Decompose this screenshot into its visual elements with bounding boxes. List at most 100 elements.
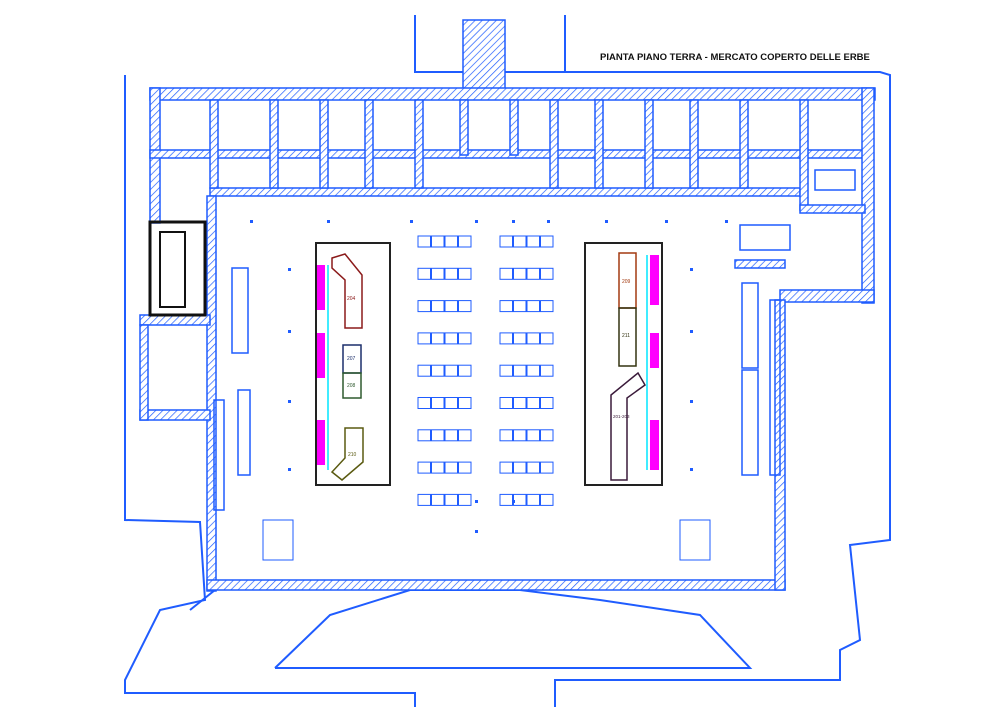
market-stall xyxy=(513,332,527,345)
market-stall xyxy=(458,300,472,313)
market-stall xyxy=(540,493,554,506)
column-marker xyxy=(250,220,253,223)
stand-label: 201-203 xyxy=(613,414,630,419)
market-stall xyxy=(417,267,431,280)
stand-label: 204 xyxy=(347,296,356,302)
column-marker xyxy=(547,220,550,223)
hall-columns xyxy=(250,220,728,533)
market-stall xyxy=(458,429,472,442)
column-marker xyxy=(512,220,515,223)
market-stall xyxy=(526,429,540,442)
market-stall xyxy=(513,267,527,280)
market-stall xyxy=(458,493,472,506)
market-stall xyxy=(499,429,513,442)
market-stall xyxy=(458,235,472,248)
market-stall xyxy=(526,300,540,313)
market-stall xyxy=(458,332,472,345)
market-stall xyxy=(499,364,513,377)
plan-title: PIANTA PIANO TERRA - MERCATO COPERTO DEL… xyxy=(600,52,870,63)
column-marker xyxy=(288,268,291,271)
market-stall xyxy=(513,461,527,474)
market-stall xyxy=(513,235,527,248)
market-stall xyxy=(444,461,458,474)
market-stall xyxy=(431,300,445,313)
market-stall xyxy=(526,461,540,474)
market-stall xyxy=(513,364,527,377)
stand-label: 209 xyxy=(622,279,631,285)
left-stand-block: 204 207 208 210 xyxy=(315,242,391,486)
market-stall xyxy=(540,397,554,409)
column-marker xyxy=(288,400,291,403)
market-stall xyxy=(444,300,458,313)
market-stall xyxy=(540,267,554,280)
market-stall xyxy=(458,267,472,280)
column-marker xyxy=(288,330,291,333)
market-stall xyxy=(431,493,445,506)
market-stall xyxy=(458,364,472,377)
market-stall xyxy=(499,235,513,248)
market-stall xyxy=(526,235,540,248)
market-stall xyxy=(526,267,540,280)
market-stall xyxy=(540,332,554,345)
column-marker xyxy=(690,400,693,403)
column-marker xyxy=(475,220,478,223)
market-stall xyxy=(513,429,527,442)
stall-grid xyxy=(417,235,554,506)
column-marker xyxy=(475,530,478,533)
market-stall xyxy=(417,300,431,313)
market-stall xyxy=(431,364,445,377)
market-stall xyxy=(526,493,540,506)
market-stall xyxy=(417,332,431,345)
walls xyxy=(139,19,876,592)
column-marker xyxy=(475,500,478,503)
market-stall xyxy=(431,461,445,474)
market-stall xyxy=(444,493,458,506)
column-marker xyxy=(512,500,515,503)
market-stall xyxy=(458,461,472,474)
stand-label: 211 xyxy=(622,333,630,339)
market-stall xyxy=(540,300,554,313)
market-stall xyxy=(499,300,513,313)
market-stall xyxy=(499,332,513,345)
market-stall xyxy=(526,332,540,345)
market-stall xyxy=(444,429,458,442)
column-marker xyxy=(690,330,693,333)
market-stall xyxy=(513,300,527,313)
market-stall xyxy=(431,267,445,280)
market-stall xyxy=(444,267,458,280)
market-stall xyxy=(431,235,445,248)
stand-label: 207 xyxy=(347,356,356,362)
column-marker xyxy=(605,220,608,223)
right-stand-block: 209 211 201-203 xyxy=(584,242,663,486)
market-stall xyxy=(417,397,431,409)
market-stall xyxy=(499,397,513,409)
market-stall xyxy=(526,364,540,377)
column-marker xyxy=(410,220,413,223)
market-stall xyxy=(499,461,513,474)
market-stall xyxy=(540,364,554,377)
market-stall xyxy=(417,429,431,442)
market-stall xyxy=(417,461,431,474)
column-marker xyxy=(288,468,291,471)
market-stall xyxy=(540,235,554,248)
column-marker xyxy=(665,220,668,223)
market-stall xyxy=(499,267,513,280)
column-marker xyxy=(690,268,693,271)
market-stall xyxy=(540,429,554,442)
market-stall xyxy=(431,397,445,409)
column-marker xyxy=(327,220,330,223)
market-stall xyxy=(417,493,431,506)
market-stall xyxy=(526,397,540,409)
market-stall xyxy=(431,332,445,345)
market-stall xyxy=(444,364,458,377)
market-stall xyxy=(444,332,458,345)
site-boundary xyxy=(124,15,891,707)
market-stall xyxy=(499,493,513,506)
column-marker xyxy=(725,220,728,223)
stand-label: 210 xyxy=(348,452,357,458)
column-marker xyxy=(690,468,693,471)
market-stall xyxy=(458,397,472,409)
market-stall xyxy=(444,235,458,248)
market-stall xyxy=(417,235,431,248)
